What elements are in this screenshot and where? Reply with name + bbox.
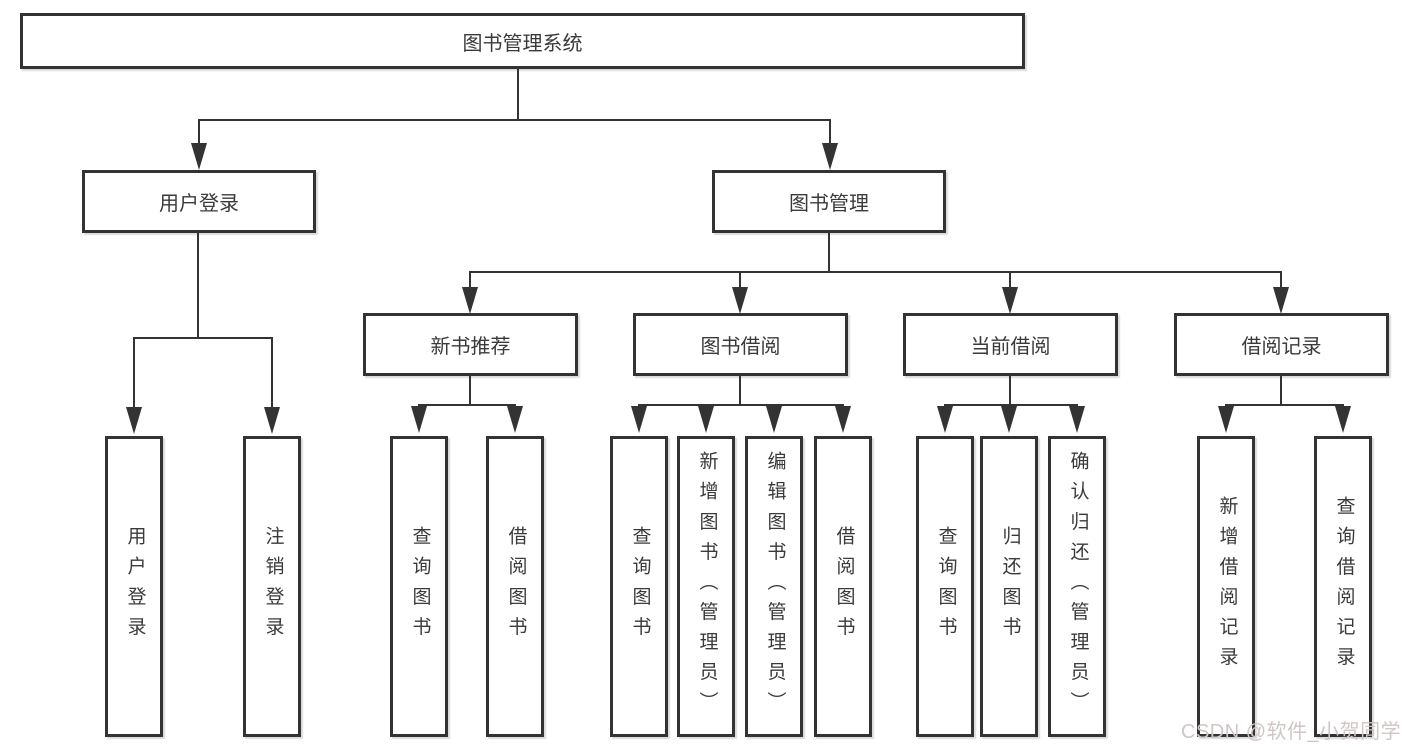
leaf-query-books-recommend: 查询图书 bbox=[390, 436, 448, 737]
connector-line bbox=[271, 337, 273, 408]
connector-line bbox=[1225, 404, 1344, 406]
connector-line bbox=[198, 119, 831, 121]
node-book-borrow: 图书借阅 bbox=[633, 313, 848, 376]
leaf-label: 借阅图书 bbox=[833, 526, 855, 647]
connector-line bbox=[1009, 271, 1011, 287]
arrow-down-icon bbox=[1002, 287, 1018, 314]
connector-line bbox=[944, 404, 1078, 406]
arrow-down-icon bbox=[1069, 406, 1085, 433]
connector-line bbox=[1280, 376, 1282, 406]
leaf-label: 新增图书（管理员） bbox=[696, 451, 718, 722]
connector-line bbox=[739, 376, 741, 406]
node-borrow-records: 借阅记录 bbox=[1174, 313, 1389, 376]
arrow-down-icon bbox=[1001, 406, 1017, 433]
arrow-down-icon bbox=[631, 406, 647, 433]
arrow-down-icon bbox=[1335, 406, 1351, 433]
csdn-watermark: CSDN @软件_小贺同学 bbox=[1181, 721, 1402, 743]
arrow-down-icon bbox=[732, 287, 748, 314]
arrow-down-icon bbox=[698, 406, 714, 433]
leaf-query-borrow-record: 查询借阅记录 bbox=[1314, 436, 1372, 737]
arrow-down-icon bbox=[191, 143, 207, 170]
connector-line bbox=[133, 337, 273, 339]
connector-line bbox=[133, 337, 135, 408]
arrow-down-icon bbox=[835, 406, 851, 433]
arrow-down-icon bbox=[766, 406, 782, 433]
leaf-label: 用户登录 bbox=[124, 526, 146, 647]
node-user-login: 用户登录 bbox=[82, 170, 316, 233]
leaf-label: 编辑图书（管理员） bbox=[764, 451, 786, 722]
node-book-management: 图书管理 bbox=[712, 170, 946, 233]
leaf-label: 注销登录 bbox=[262, 526, 284, 647]
leaf-label: 借阅图书 bbox=[505, 526, 527, 647]
arrow-down-icon bbox=[411, 406, 427, 433]
leaf-confirm-return-admin: 确认归还（管理员） bbox=[1048, 436, 1106, 737]
leaf-borrow-books-2: 借阅图书 bbox=[814, 436, 872, 737]
arrow-down-icon bbox=[507, 406, 523, 433]
node-label: 图书借阅 bbox=[700, 336, 781, 358]
node-label: 新书推荐 bbox=[430, 336, 511, 358]
arrow-down-icon bbox=[1273, 287, 1289, 314]
node-label: 借阅记录 bbox=[1241, 336, 1322, 358]
arrow-down-icon bbox=[264, 407, 280, 434]
leaf-add-borrow-record: 新增借阅记录 bbox=[1197, 436, 1255, 737]
leaf-label: 查询图书 bbox=[935, 526, 957, 647]
arrow-down-icon bbox=[126, 407, 142, 434]
connector-line bbox=[470, 271, 1282, 273]
connector-line bbox=[469, 376, 471, 406]
node-label: 用户登录 bbox=[159, 193, 239, 215]
leaf-borrow-books-recommend: 借阅图书 bbox=[486, 436, 544, 737]
node-library-system: 图书管理系统 bbox=[20, 13, 1025, 69]
connector-line bbox=[828, 233, 830, 273]
node-current-borrow: 当前借阅 bbox=[903, 313, 1118, 376]
connector-line bbox=[517, 68, 519, 121]
arrow-down-icon bbox=[937, 406, 953, 433]
connector-line bbox=[197, 233, 199, 339]
arrow-down-icon bbox=[462, 287, 478, 314]
leaf-label: 查询图书 bbox=[629, 526, 651, 647]
leaf-label: 归还图书 bbox=[999, 526, 1021, 647]
leaf-logout: 注销登录 bbox=[243, 436, 301, 737]
leaf-add-book-admin: 新增图书（管理员） bbox=[677, 436, 735, 737]
leaf-edit-book-admin: 编辑图书（管理员） bbox=[745, 436, 803, 737]
connector-line bbox=[198, 119, 200, 146]
leaf-label: 查询图书 bbox=[409, 526, 431, 647]
node-label: 当前借阅 bbox=[970, 336, 1051, 358]
leaf-return-book: 归还图书 bbox=[980, 436, 1038, 737]
connector-line bbox=[1280, 271, 1282, 287]
connector-line bbox=[739, 271, 741, 287]
leaf-query-books-current: 查询图书 bbox=[916, 436, 974, 737]
leaf-user-login: 用户登录 bbox=[105, 436, 163, 737]
node-new-book-recommend: 新书推荐 bbox=[363, 313, 578, 376]
leaf-label: 新增借阅记录 bbox=[1216, 496, 1238, 677]
connector-line bbox=[829, 119, 831, 146]
connector-line bbox=[1009, 376, 1011, 406]
node-label: 图书管理系统 bbox=[462, 32, 583, 55]
arrow-down-icon bbox=[822, 143, 838, 170]
leaf-label: 确认归还（管理员） bbox=[1067, 451, 1089, 722]
connector-line bbox=[469, 271, 471, 287]
arrow-down-icon bbox=[1218, 406, 1234, 433]
leaf-label: 查询借阅记录 bbox=[1333, 496, 1355, 677]
connector-line bbox=[638, 404, 844, 406]
connector-line bbox=[418, 404, 516, 406]
node-label: 图书管理 bbox=[789, 193, 869, 215]
leaf-query-books-borrow: 查询图书 bbox=[610, 436, 668, 737]
